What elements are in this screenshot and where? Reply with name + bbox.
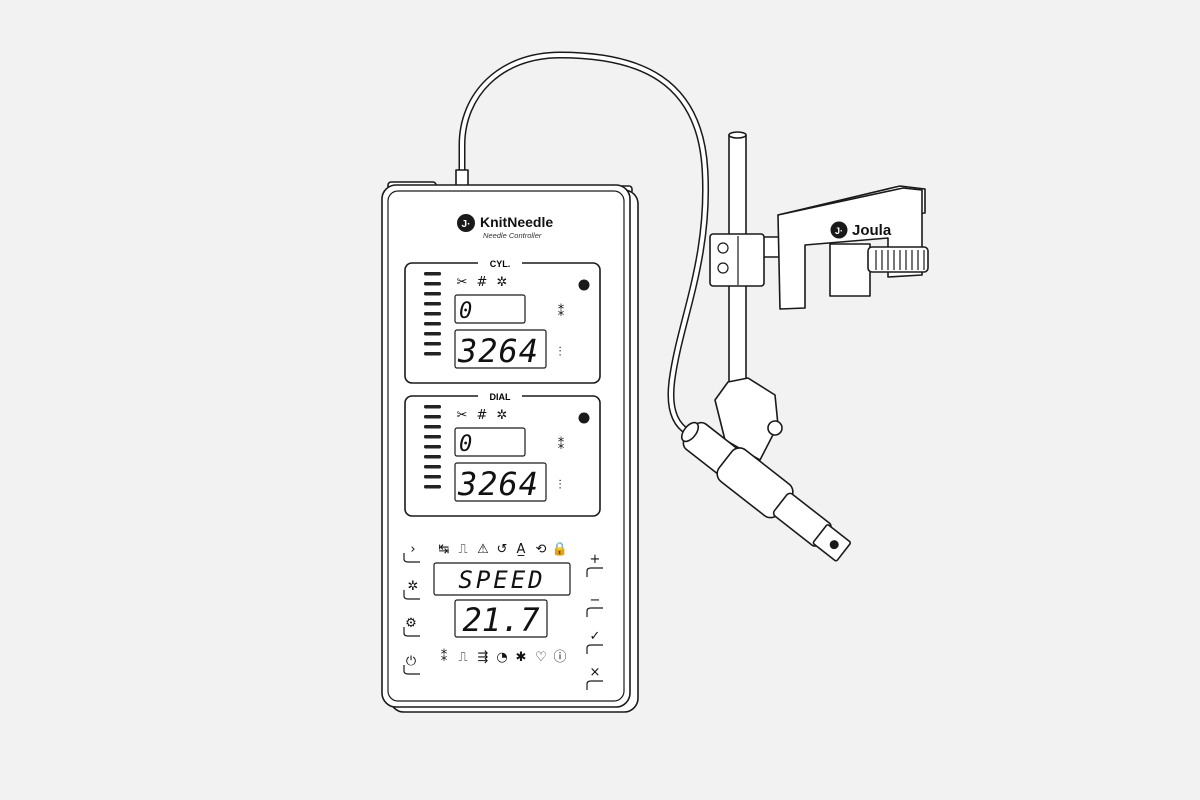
- warning-icon: ⚠: [477, 542, 489, 557]
- needle-spark-icon: ⁑: [558, 304, 565, 320]
- joula-brand: Joula: [852, 222, 892, 239]
- bottom-status-icons: ⁑ ⎍ ⇶ ◔ ✱ ♡ ⓘ: [441, 649, 567, 665]
- auto-icon: A̲: [517, 542, 526, 557]
- dial-small-display: 0: [459, 432, 472, 457]
- scissors-icon: ✂: [457, 275, 468, 290]
- right-buttons: + − ✓ ×: [586, 552, 603, 690]
- needle-spark-icon: ⁑: [558, 437, 565, 453]
- status-led: [578, 279, 590, 291]
- power-icon: ⏻: [406, 654, 416, 669]
- chevron-right-icon: ›: [410, 542, 415, 557]
- dial-label: DIAL: [490, 392, 511, 402]
- minus-button[interactable]: −: [586, 593, 603, 617]
- burst-icon: ✲: [497, 275, 508, 290]
- scissors-icon: ✂: [457, 408, 468, 423]
- status-led: [578, 412, 590, 424]
- needle-spark-icon: ⁑: [441, 649, 448, 665]
- needle-button[interactable]: ✲: [403, 579, 420, 600]
- svg-text:J·: J·: [835, 226, 843, 236]
- check-icon: ✓: [590, 629, 601, 644]
- confirm-button[interactable]: ✓: [586, 629, 603, 654]
- speed-lines-icon: ⇶: [478, 650, 489, 665]
- feed-icon: ↹: [439, 542, 450, 557]
- burst-icon: ✲: [497, 408, 508, 423]
- cyl-small-display: 0: [459, 299, 472, 324]
- grid-icon: #: [477, 408, 488, 423]
- clamp-assembly: J· Joula: [680, 131, 929, 562]
- settings-button[interactable]: ⚙: [403, 616, 420, 637]
- needles-icon: ⫶: [558, 478, 561, 493]
- bluetooth-icon: ✱: [516, 650, 527, 665]
- reset-icon: ↺: [497, 542, 508, 557]
- pulse-icon: ⎍: [458, 650, 467, 665]
- dial-big-display: 3264: [457, 465, 539, 503]
- gauge-icon: ◔: [496, 650, 507, 665]
- burst-icon: ✲: [408, 579, 419, 594]
- info-icon: ⓘ: [553, 650, 566, 665]
- minus-icon: −: [590, 593, 601, 608]
- plus-button[interactable]: +: [586, 552, 603, 577]
- cyl-panel: CYL. ✂ # ✲ 0 ⁑ 3264 ⫶: [404, 257, 601, 384]
- plus-icon: +: [590, 552, 601, 567]
- cyl-big-display: 3264: [457, 332, 539, 370]
- mode-display: SPEED: [458, 566, 545, 594]
- svg-text:J·: J·: [462, 219, 471, 230]
- joula-logo-icon: [830, 221, 848, 239]
- cancel-button[interactable]: ×: [586, 665, 603, 690]
- top-status-icons: ↹ ⎍ ⚠ ↺ A̲ ⟲ 🔒: [439, 542, 569, 557]
- knitneedle-logo-icon: [457, 214, 475, 232]
- health-icon: ♡: [535, 650, 547, 665]
- brand-name: KnitNeedle: [480, 214, 553, 230]
- gear-icon: ⚙: [405, 616, 417, 631]
- needle-controller: J· KnitNeedle Needle Controller CYL. ✂ #…: [381, 181, 639, 713]
- needles-icon: ⫶: [558, 345, 561, 360]
- dial-panel: DIAL ✂ # ✲ 0 ⁑ 3264 ⫶: [404, 390, 601, 517]
- cable-connector: [455, 169, 469, 187]
- grid-icon: #: [477, 275, 488, 290]
- power-button[interactable]: ⏻: [403, 654, 420, 675]
- lock-icon: 🔒: [552, 542, 568, 557]
- cyl-label: CYL.: [490, 259, 511, 269]
- brand-subtitle: Needle Controller: [483, 231, 542, 240]
- needle-sensor: [680, 421, 852, 562]
- left-buttons: › ✲ ⚙ ⏻: [403, 542, 420, 675]
- level-bars: [424, 272, 441, 356]
- level-bars: [424, 405, 441, 489]
- close-icon: ×: [590, 665, 601, 680]
- rotate-icon: ⟲: [536, 542, 547, 557]
- next-button[interactable]: ›: [403, 542, 420, 563]
- value-display: 21.7: [462, 601, 539, 639]
- pulse-icon: ⎍: [458, 542, 467, 557]
